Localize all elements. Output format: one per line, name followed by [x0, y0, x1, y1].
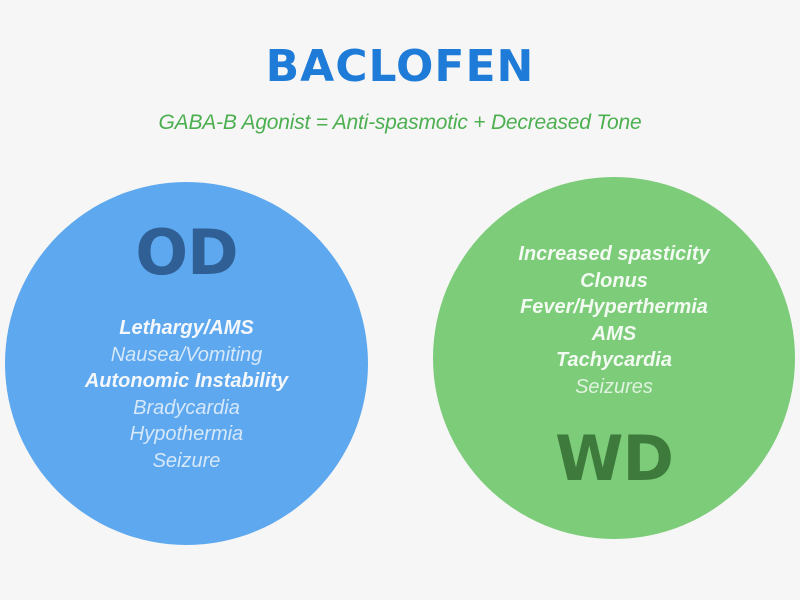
withdrawal-symptom: Fever/Hyperthermia	[520, 296, 708, 318]
overdose-symptom: Lethargy/AMS	[119, 317, 254, 339]
withdrawal-label: WD	[555, 422, 674, 495]
overdose-symptom: Seizure	[152, 449, 221, 472]
withdrawal-symptom: Clonus	[580, 269, 648, 292]
withdrawal-symptom: Tachycardia	[556, 349, 672, 371]
withdrawal-symptom: Seizures	[575, 375, 653, 398]
overdose-circle: OD Lethargy/AMS Nausea/Vomiting Autonomi…	[5, 182, 368, 545]
withdrawal-circle: Increased spasticity Clonus Fever/Hypert…	[433, 177, 795, 539]
withdrawal-symptom: Increased spasticity	[518, 243, 710, 265]
withdrawal-symptom: AMS	[591, 322, 637, 345]
withdrawal-symptom-list: Increased spasticity Clonus Fever/Hypert…	[433, 241, 795, 400]
overdose-label: OD	[135, 216, 238, 289]
overdose-symptom: Hypothermia	[129, 423, 244, 445]
overdose-symptom: Nausea/Vomiting	[110, 343, 263, 366]
overdose-symptom-list: Lethargy/AMS Nausea/Vomiting Autonomic I…	[5, 315, 368, 474]
overdose-symptom: Autonomic Instability	[84, 370, 289, 392]
mechanism-subtitle: GABA-B Agonist = Anti-spasmotic + Decrea…	[158, 111, 642, 134]
overdose-symptom: Bradycardia	[133, 396, 240, 419]
page-title: BACLOFEN	[265, 41, 535, 92]
